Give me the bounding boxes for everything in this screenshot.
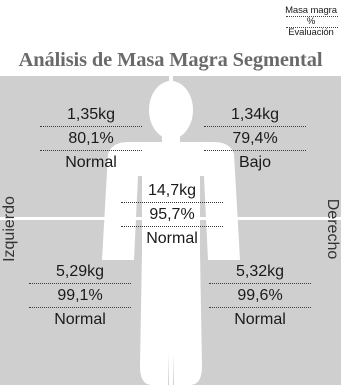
legend-divider [286, 27, 338, 28]
trunk-mass: 14,7kg [147, 182, 197, 199]
right-arm-percent: 79,4% [232, 130, 278, 147]
trunk-percent: 95,7% [149, 206, 195, 223]
value-separator [29, 283, 131, 285]
left-arm-mass: 1,35kg [66, 106, 116, 123]
value-separator [209, 283, 311, 285]
legend-percent-label: % [306, 16, 316, 27]
left-arm-segment: 1,35kg 80,1% Normal [36, 104, 146, 173]
legend: Masa magra % Evaluación [282, 5, 340, 38]
value-separator [121, 226, 223, 228]
value-separator [204, 150, 306, 152]
value-separator [209, 307, 311, 309]
body-silhouette-icon [102, 81, 240, 385]
right-side-label: Derecho [324, 198, 341, 260]
legend-mass-label: Masa magra [285, 5, 337, 16]
value-separator [40, 150, 142, 152]
value-separator [29, 307, 131, 309]
left-arm-percent: 80,1% [68, 130, 114, 147]
legend-evaluation-label: Evaluación [288, 27, 334, 38]
right-leg-mass: 5,32kg [235, 263, 285, 280]
page-title: Análisis de Masa Magra Segmental [18, 49, 323, 71]
trunk-segment: 14,7kg 95,7% Normal [117, 180, 227, 249]
left-arm-evaluation: Normal [65, 154, 117, 171]
right-arm-segment: 1,34kg 79,4% Bajo [200, 104, 310, 173]
right-arm-evaluation: Bajo [238, 154, 272, 171]
left-leg-mass: 5,29kg [55, 263, 105, 280]
left-leg-evaluation: Normal [54, 311, 106, 328]
left-leg-segment: 5,29kg 99,1% Normal [25, 261, 135, 330]
value-separator [40, 126, 142, 128]
left-leg-percent: 99,1% [57, 287, 103, 304]
trunk-evaluation: Normal [146, 230, 198, 247]
value-separator [121, 202, 223, 204]
right-leg-segment: 5,32kg 99,6% Normal [205, 261, 315, 330]
right-leg-percent: 99,6% [237, 287, 283, 304]
right-leg-evaluation: Normal [234, 311, 286, 328]
value-separator [204, 126, 306, 128]
left-side-label: Izquierdo [1, 196, 18, 262]
legend-divider [286, 16, 338, 17]
right-arm-mass: 1,34kg [230, 106, 280, 123]
